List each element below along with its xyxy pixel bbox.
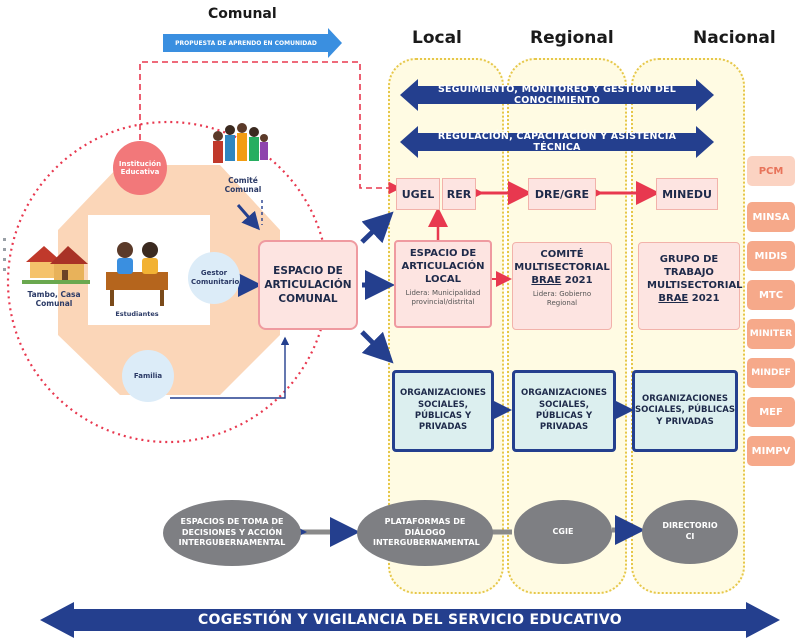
dre-label: DRE/GRE bbox=[534, 187, 590, 201]
left-edge-dots bbox=[3, 238, 6, 271]
sector-mimpv-label: MIMPV bbox=[751, 445, 791, 457]
plataformas-label: PLATAFORMAS DE DIÁLOGO INTERGUBERNAMENTA… bbox=[373, 516, 480, 548]
sector-mtc: MTC bbox=[747, 280, 795, 310]
comite-comunal-label: Comité Comunal bbox=[224, 176, 262, 194]
rer-label: RER bbox=[446, 187, 472, 201]
regulacion-label: REGULACIÓN, CAPACITACIÓN Y ASISTENCIA TÉ… bbox=[437, 131, 677, 153]
tambo-houses-icon bbox=[22, 246, 90, 284]
espacios-decision-label: ESPACIOS DE TOMA DE DECISIONES Y ACCIÓN … bbox=[178, 516, 286, 548]
estudiantes-label: Estudiantes bbox=[115, 310, 159, 318]
sector-pcm: PCM bbox=[747, 156, 795, 186]
espacio-comunal-label: ESPACIO DE ARTICULACIÓN COMUNAL bbox=[264, 264, 352, 306]
espacio-comunal-box: ESPACIO DE ARTICULACIÓN COMUNAL bbox=[258, 240, 358, 330]
espacios-decision-node: ESPACIOS DE TOMA DE DECISIONES Y ACCIÓN … bbox=[163, 500, 301, 566]
grupo-brae-line: BRAE 2021 bbox=[639, 292, 739, 305]
propuesta-arrow bbox=[163, 28, 342, 58]
sector-midis-label: MIDIS bbox=[754, 250, 788, 262]
ugel-label: UGEL bbox=[401, 187, 435, 201]
sector-miniter: MINITER bbox=[747, 319, 795, 349]
minedu-label: MINEDU bbox=[662, 187, 712, 201]
espacio-local-sub: Lidera: Municipalidad provincial/distrit… bbox=[405, 289, 481, 307]
comite-comunal-line bbox=[236, 204, 260, 231]
institucion-educativa-node: Institución Educativa bbox=[113, 141, 167, 195]
regulacion-arrow bbox=[400, 126, 714, 158]
seguimiento-label: SEGUIMIENTO, MONITOREO Y GESTIÓN DEL CON… bbox=[437, 84, 677, 106]
familia-node: Familia bbox=[122, 350, 174, 402]
grupo-brae: BRAE bbox=[658, 293, 689, 304]
header-regional: Regional bbox=[530, 28, 614, 48]
sector-mindef-label: MINDEF bbox=[751, 368, 791, 378]
sector-minsa-label: MINSA bbox=[752, 211, 790, 223]
comite-people-icon bbox=[213, 123, 268, 163]
sector-miniter-label: MINITER bbox=[749, 329, 793, 339]
directorio-node: DIRECTORIO CI bbox=[642, 500, 738, 564]
comite-multisectorial-box: COMITÉ MULTISECTORIAL BRAE 2021 Lidera: … bbox=[512, 242, 612, 330]
familia-line bbox=[170, 336, 290, 399]
sector-pcm-label: PCM bbox=[758, 165, 784, 177]
propuesta-label: PROPUESTA DE APRENDO EN COMUNIDAD bbox=[175, 39, 317, 47]
grupo-year: 2021 bbox=[688, 293, 720, 304]
sector-minsa: MINSA bbox=[747, 202, 795, 232]
comite-brae-line: BRAE 2021 bbox=[513, 274, 611, 287]
org-regional-label: ORGANIZACIONES SOCIALES, PÚBLICAS Y PRIV… bbox=[520, 388, 607, 433]
header-local: Local bbox=[412, 28, 462, 48]
cgie-node: CGIE bbox=[514, 500, 612, 564]
directorio-label: DIRECTORIO CI bbox=[662, 521, 718, 541]
sector-midis: MIDIS bbox=[747, 241, 795, 271]
rer-box: RER bbox=[442, 178, 476, 210]
tambo-label: Tambo, Casa Comunal bbox=[27, 289, 81, 308]
dre-box: DRE/GRE bbox=[528, 178, 596, 210]
espacio-local-title: ESPACIO DE ARTICULACIÓN LOCAL bbox=[401, 248, 485, 285]
minedu-box: MINEDU bbox=[656, 178, 718, 210]
org-box-regional: ORGANIZACIONES SOCIALES, PÚBLICAS Y PRIV… bbox=[512, 370, 616, 452]
comite-brae: BRAE bbox=[531, 275, 562, 286]
students-icon bbox=[106, 242, 168, 306]
org-box-nacional: ORGANIZACIONES SOCIALES, PÚBLICAS Y PRIV… bbox=[632, 370, 738, 452]
comunal-org-arrow bbox=[360, 330, 394, 364]
cgie-label: CGIE bbox=[552, 526, 574, 536]
espacio-local-box: ESPACIO DE ARTICULACIÓN LOCAL Lidera: Mu… bbox=[394, 240, 492, 328]
sector-mef-label: MEF bbox=[759, 406, 783, 418]
familia-label: Familia bbox=[133, 371, 163, 380]
header-nacional: Nacional bbox=[693, 28, 776, 48]
sector-mindef: MINDEF bbox=[747, 358, 795, 388]
grupo-trabajo-box: GRUPO DE TRABAJO MULTISECTORIAL BRAE 202… bbox=[638, 242, 743, 330]
cogestion-label: COGESTIÓN Y VIGILANCIA DEL SERVICIO EDUC… bbox=[197, 612, 623, 628]
gestor-label: Gestor Comunitario bbox=[191, 269, 240, 286]
plataformas-node: PLATAFORMAS DE DIÁLOGO INTERGUBERNAMENTA… bbox=[357, 500, 493, 566]
sector-mtc-label: MTC bbox=[758, 289, 784, 301]
org-nacional-label: ORGANIZACIONES SOCIALES, PÚBLICAS Y PRIV… bbox=[635, 393, 735, 427]
gestor-comunitario-node: Gestor Comunitario bbox=[188, 252, 240, 304]
comite-multisectorial-title: COMITÉ MULTISECTORIAL bbox=[514, 249, 610, 273]
sector-mimpv: MIMPV bbox=[747, 436, 795, 466]
sector-mef: MEF bbox=[747, 397, 795, 427]
comunal-ugel-arrow bbox=[360, 211, 394, 244]
seguimiento-arrow bbox=[400, 79, 714, 111]
header-comunal: Comunal bbox=[208, 6, 277, 22]
grupo-trabajo-title: GRUPO DE TRABAJO MULTISECTORIAL bbox=[647, 254, 743, 291]
comite-year: 2021 bbox=[561, 275, 593, 286]
org-local-label: ORGANIZACIONES SOCIALES, PÚBLICAS Y PRIV… bbox=[399, 388, 486, 433]
org-box-local: ORGANIZACIONES SOCIALES, PÚBLICAS Y PRIV… bbox=[392, 370, 494, 452]
ugel-box: UGEL bbox=[396, 178, 440, 210]
cogestion-arrow bbox=[40, 602, 780, 638]
institucion-label: Institución Educativa bbox=[118, 159, 162, 176]
comite-multisectorial-sub: Lidera: Gobierno Regional bbox=[532, 290, 592, 308]
